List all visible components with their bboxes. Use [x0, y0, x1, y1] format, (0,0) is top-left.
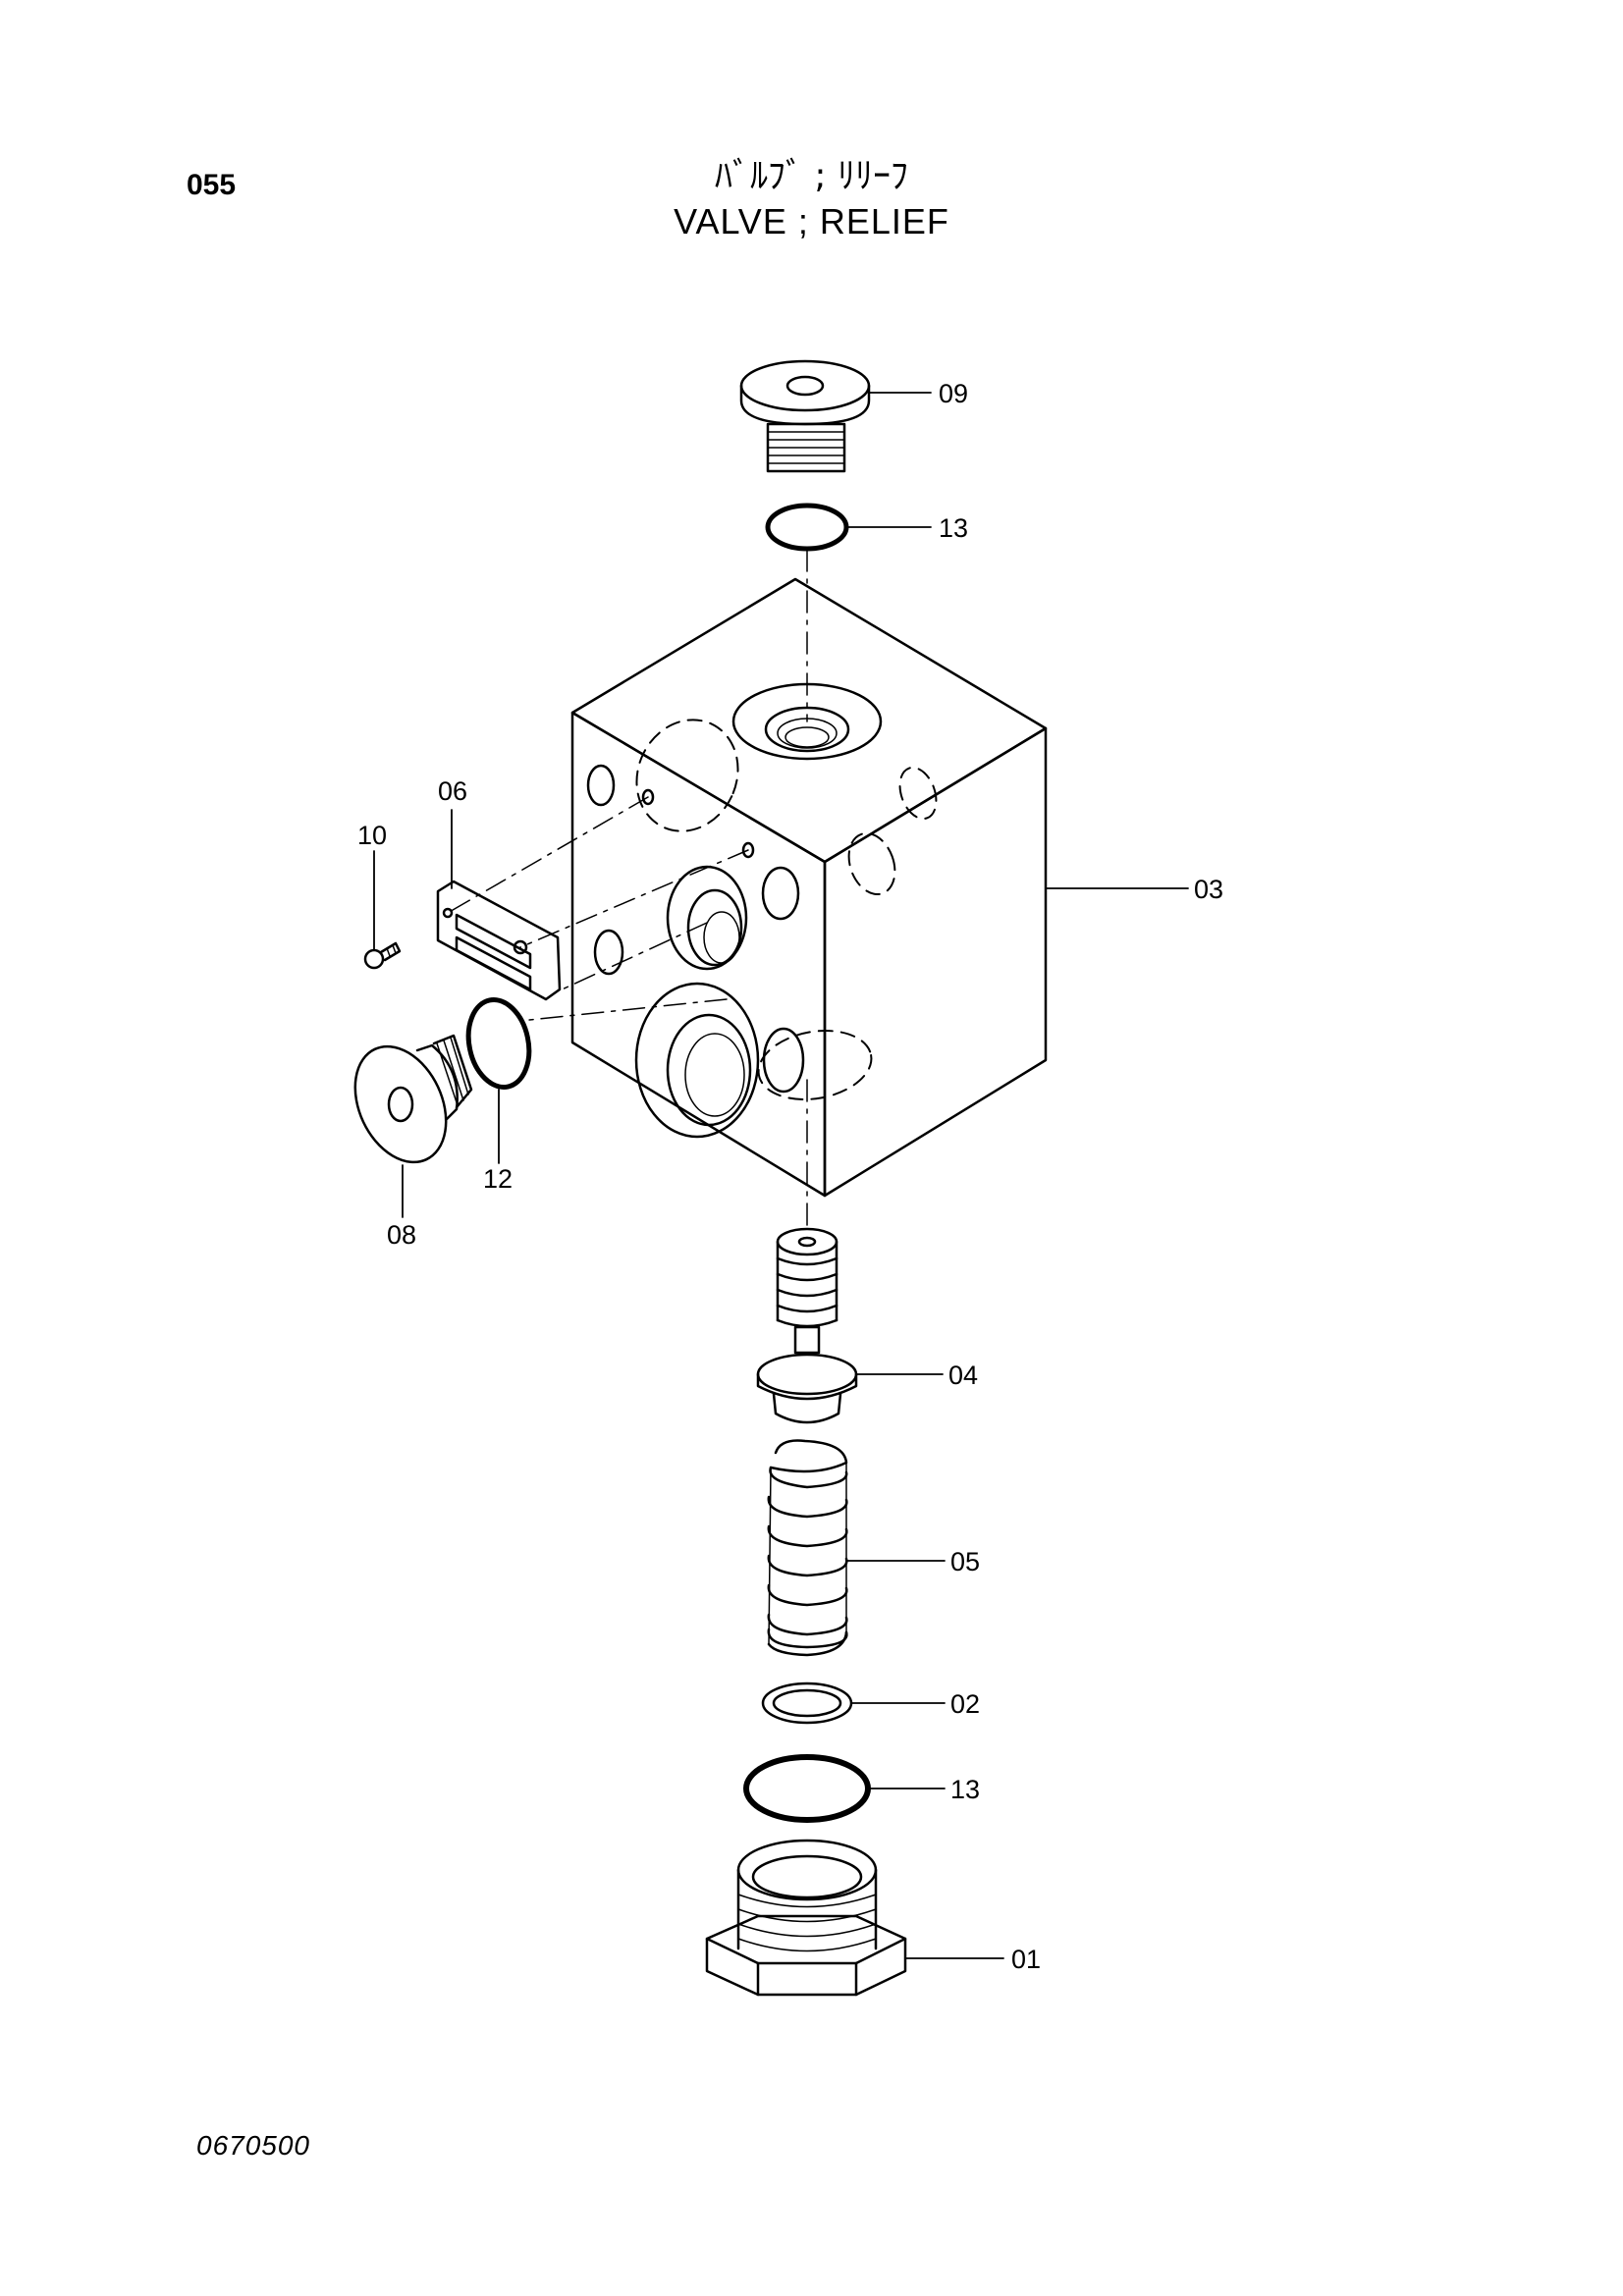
part-03-valve-body — [570, 577, 1048, 1198]
title-japanese: ﾊﾞﾙﾌﾞ ; ﾘﾘｰﾌ — [714, 156, 908, 196]
part-12-o-ring-top — [765, 503, 849, 552]
part-11-o-ring-side — [465, 997, 532, 1090]
title-english: VALVE ; RELIEF — [674, 201, 949, 241]
callout-02: 02 — [950, 1689, 980, 1719]
callout-06: 06 — [438, 776, 467, 806]
callout-08: 08 — [387, 1220, 416, 1250]
callout-04: 04 — [948, 1361, 978, 1390]
part-09-plug-top — [739, 359, 871, 473]
part-02-backup-ring — [761, 1682, 853, 1725]
callout-03: 03 — [1194, 875, 1223, 904]
callout-05: 05 — [950, 1547, 980, 1576]
part-01-plug-hex — [705, 1839, 907, 1997]
callout-11: 12 — [483, 1164, 513, 1194]
callout-01: 01 — [1011, 1945, 1041, 1974]
callout-12: 13 — [939, 513, 968, 543]
leader-lines — [373, 392, 1189, 1959]
part-13-o-ring-bottom — [743, 1754, 871, 1823]
part-05-spring — [767, 1439, 848, 1657]
part-10-screw — [363, 941, 402, 970]
drawing-number: 0670500 — [196, 2130, 311, 2161]
page-number: 055 — [187, 169, 237, 201]
callout-13: 13 — [950, 1775, 980, 1804]
callout-09: 09 — [939, 379, 968, 408]
part-08-plug-side — [353, 1034, 473, 1164]
part-04-poppet — [756, 1227, 858, 1424]
callout-10: 10 — [357, 821, 387, 850]
part-06-plate — [436, 880, 562, 1001]
assembly-centerlines — [447, 549, 808, 1233]
